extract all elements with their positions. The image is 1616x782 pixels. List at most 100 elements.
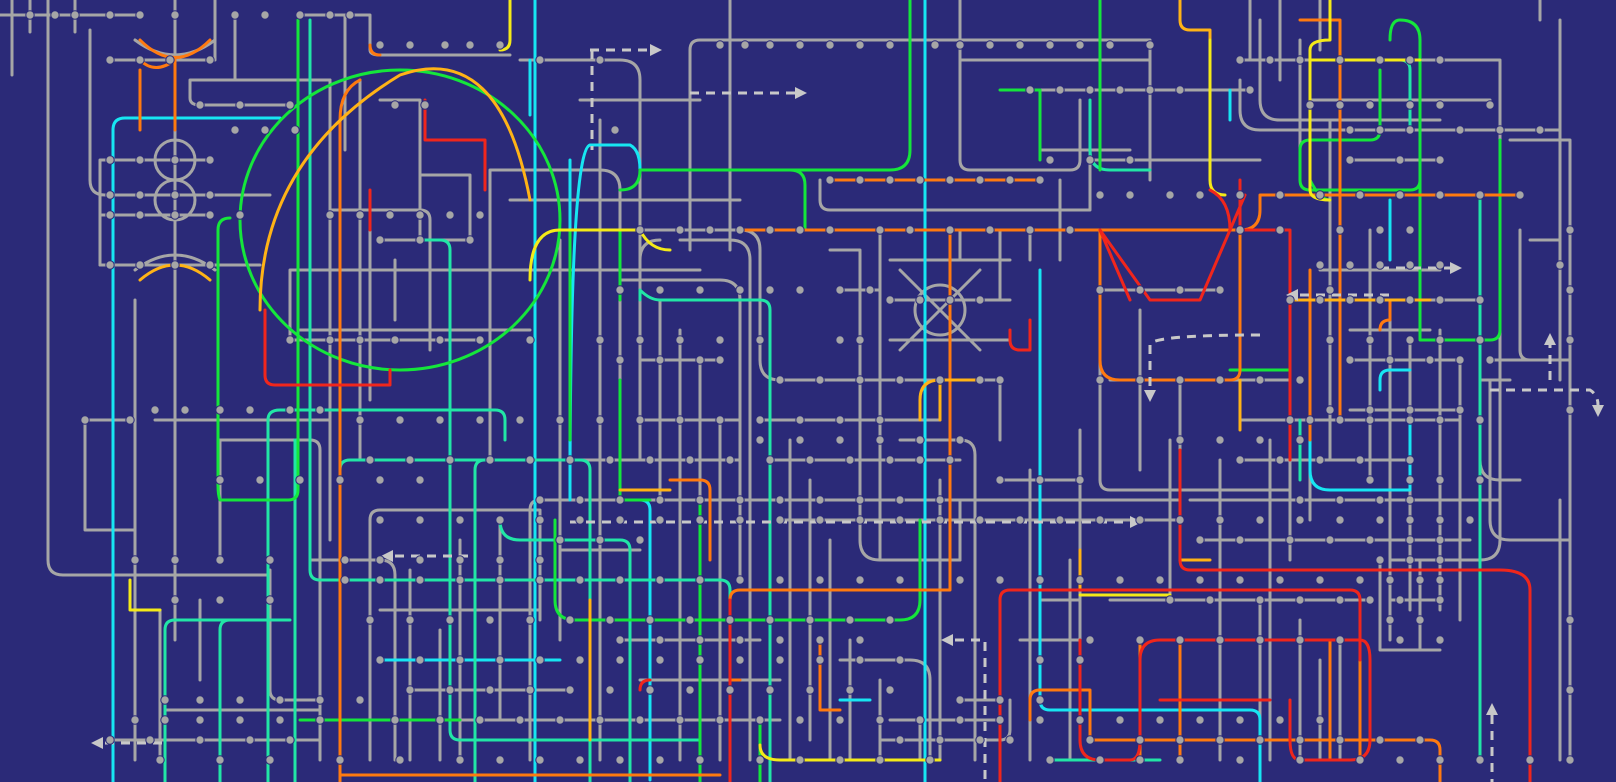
- station-dot: [986, 41, 994, 49]
- station-dot: [1466, 516, 1474, 524]
- station-dot: [686, 456, 694, 464]
- station-dot: [1146, 41, 1154, 49]
- station-dot: [646, 456, 654, 464]
- station-dot: [1286, 536, 1294, 544]
- station-dot: [1496, 126, 1504, 134]
- station-dot: [1136, 516, 1144, 524]
- station-dot: [656, 756, 664, 764]
- station-dot: [1076, 656, 1084, 664]
- station-dot: [1406, 226, 1414, 234]
- station-dot: [526, 456, 534, 464]
- station-dot: [236, 211, 244, 219]
- station-dot: [616, 636, 624, 644]
- station-dot: [656, 656, 664, 664]
- station-dot: [171, 556, 179, 564]
- station-dot: [366, 456, 374, 464]
- station-dot: [736, 656, 744, 664]
- station-dot: [1176, 636, 1184, 644]
- station-dot: [1476, 191, 1484, 199]
- station-dot: [576, 656, 584, 664]
- station-dot: [1146, 86, 1154, 94]
- station-dot: [336, 476, 344, 484]
- station-dot: [976, 376, 984, 384]
- station-dot: [1266, 56, 1274, 64]
- station-dot: [496, 756, 504, 764]
- station-dot: [376, 556, 384, 564]
- station-dot: [1236, 456, 1244, 464]
- station-dot: [886, 686, 894, 694]
- station-dot: [356, 696, 364, 704]
- station-dot: [406, 686, 414, 694]
- station-dot: [826, 226, 834, 234]
- station-dot: [836, 756, 844, 764]
- station-dot: [806, 686, 814, 694]
- station-dot: [266, 556, 274, 564]
- station-dot: [1436, 56, 1444, 64]
- station-dot: [476, 336, 484, 344]
- station-dot: [1296, 56, 1304, 64]
- station-dot: [1406, 556, 1414, 564]
- station-dot: [736, 286, 744, 294]
- station-dot: [756, 416, 764, 424]
- station-dot: [836, 416, 844, 424]
- station-dot: [51, 11, 59, 19]
- station-dot: [1006, 736, 1014, 744]
- station-dot: [596, 56, 604, 64]
- station-dot: [486, 686, 494, 694]
- station-dot: [391, 336, 399, 344]
- station-dot: [636, 336, 644, 344]
- station-dot: [796, 226, 804, 234]
- station-dot: [456, 516, 464, 524]
- station-dot: [1406, 126, 1414, 134]
- station-dot: [1386, 576, 1394, 584]
- station-dot: [1216, 286, 1224, 294]
- station-dot: [906, 226, 914, 234]
- station-dot: [236, 716, 244, 724]
- station-dot: [896, 516, 904, 524]
- station-dot: [936, 516, 944, 524]
- station-dot: [1436, 636, 1444, 644]
- station-dot: [896, 376, 904, 384]
- station-dot: [996, 576, 1004, 584]
- station-dot: [536, 576, 544, 584]
- station-dot: [1296, 636, 1304, 644]
- station-dot: [286, 101, 294, 109]
- station-dot: [446, 686, 454, 694]
- station-dot: [1356, 756, 1364, 764]
- station-dot: [1456, 126, 1464, 134]
- station-dot: [856, 656, 864, 664]
- station-dot: [1336, 226, 1344, 234]
- station-dot: [286, 336, 294, 344]
- station-dot: [1566, 286, 1574, 294]
- station-dot: [1086, 156, 1094, 164]
- station-dot: [686, 616, 694, 624]
- station-dot: [956, 716, 964, 724]
- station-dot: [856, 376, 864, 384]
- station-dot: [696, 496, 704, 504]
- station-dot: [1376, 736, 1384, 744]
- station-dot: [196, 696, 204, 704]
- station-dot: [956, 436, 964, 444]
- station-dot: [206, 56, 214, 64]
- station-dot: [766, 226, 774, 234]
- station-dot: [736, 636, 744, 644]
- station-dot: [1176, 86, 1184, 94]
- station-dot: [466, 236, 474, 244]
- station-dot: [1296, 496, 1304, 504]
- station-dot: [886, 41, 894, 49]
- station-dot: [766, 286, 774, 294]
- station-dot: [946, 456, 954, 464]
- station-dot: [396, 756, 404, 764]
- station-dot: [856, 496, 864, 504]
- station-dot: [1096, 191, 1104, 199]
- station-dot: [416, 576, 424, 584]
- station-dot: [156, 756, 164, 764]
- station-dot: [1276, 191, 1284, 199]
- station-dot: [1086, 636, 1094, 644]
- station-dot: [656, 636, 664, 644]
- station-dot: [416, 476, 424, 484]
- station-dot: [246, 406, 254, 414]
- station-dot: [1336, 736, 1344, 744]
- station-dot: [1196, 191, 1204, 199]
- station-dot: [1176, 286, 1184, 294]
